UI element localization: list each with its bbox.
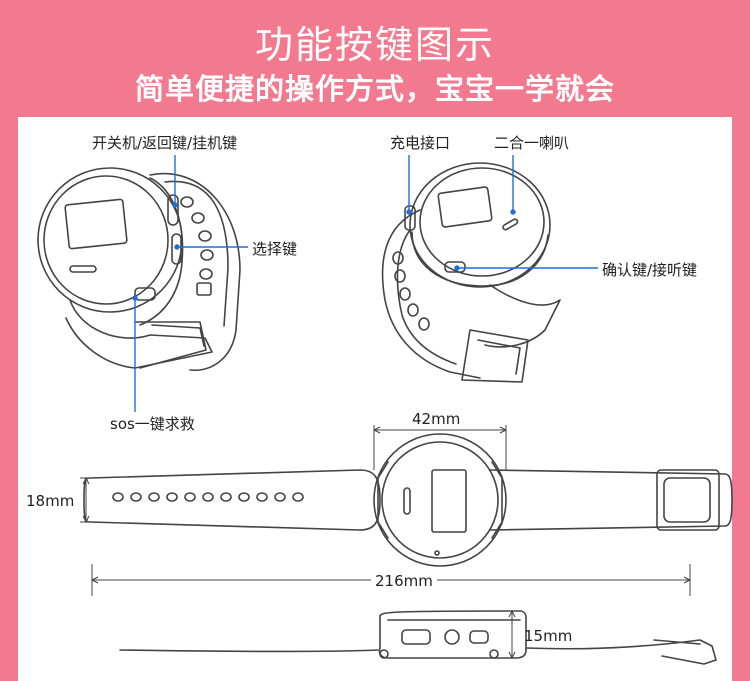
dimension-thickness: 15mm: [524, 627, 573, 645]
label-select-key: 选择键: [252, 240, 298, 258]
label-sos-key: sos一键求救: [110, 415, 195, 433]
page-title: 功能按键图示: [254, 23, 495, 67]
callout-leader-lines: [132, 155, 598, 412]
label-speaker: 二合一喇叭: [494, 134, 570, 152]
watch-right-view: [381, 162, 561, 383]
dimension-face-width: 42mm: [412, 410, 461, 428]
dimension-total-length: 216mm: [371, 572, 437, 590]
dimension-lines: [80, 425, 692, 660]
strap-holes: [112, 492, 304, 502]
watch-profile-view: [119, 610, 717, 665]
page-subtitle: 简单便捷的操作方式，宝宝一学就会: [134, 72, 615, 106]
label-power-back-hangup-key: 开关机/返回键/挂机键: [92, 134, 238, 152]
watch-left-view: [37, 167, 241, 371]
label-charge-port: 充电接口: [390, 134, 451, 152]
label-confirm-answer-key: 确认键/接听键: [602, 261, 698, 279]
watch-top-view: [83, 433, 733, 567]
dimension-band-width: 18mm: [26, 492, 75, 510]
